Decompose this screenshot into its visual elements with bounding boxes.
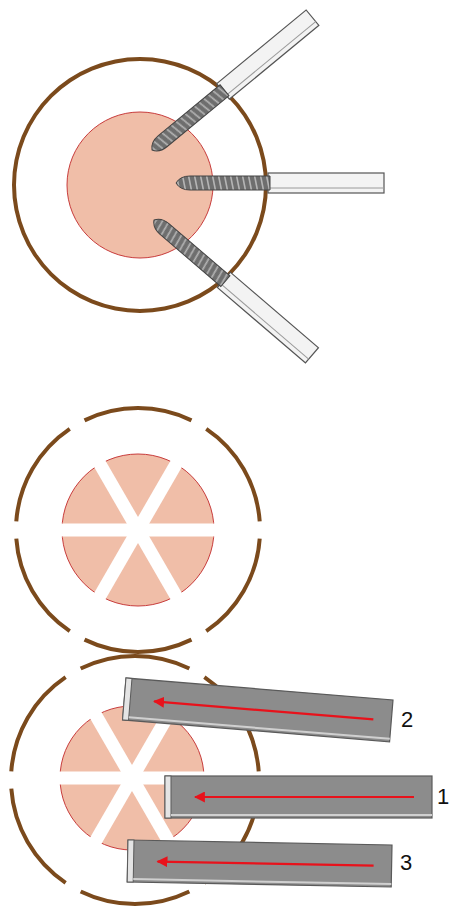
removal-step <box>9 654 432 906</box>
extraction-tool <box>165 776 432 818</box>
ring-segment <box>84 406 193 422</box>
extraction-tool <box>127 840 392 887</box>
cut-line <box>94 712 170 844</box>
ring-segment <box>9 789 66 885</box>
direction-arrow <box>158 862 374 866</box>
drill <box>146 10 319 158</box>
drill <box>147 212 318 363</box>
ring-segment <box>205 538 262 632</box>
direction-arrow <box>195 796 414 798</box>
drilling-step <box>12 10 384 363</box>
cut-line <box>98 461 178 600</box>
cut-line <box>98 461 178 600</box>
extraction-tool <box>123 678 393 742</box>
ring-segment <box>9 676 66 772</box>
callout-number: 2 <box>401 709 413 731</box>
cut-step <box>14 406 261 654</box>
callout-number: 3 <box>400 852 412 874</box>
ring-segment <box>80 654 190 670</box>
drill <box>176 173 384 193</box>
ring-segment <box>14 427 71 521</box>
bone-ring <box>14 406 261 654</box>
ring-segment <box>84 638 193 654</box>
callout-number: 1 <box>437 786 449 808</box>
cut-line <box>94 712 170 844</box>
ring-segment <box>80 890 190 906</box>
ring-segment <box>14 538 71 632</box>
ring-segment <box>205 427 262 521</box>
direction-arrow <box>154 701 373 719</box>
